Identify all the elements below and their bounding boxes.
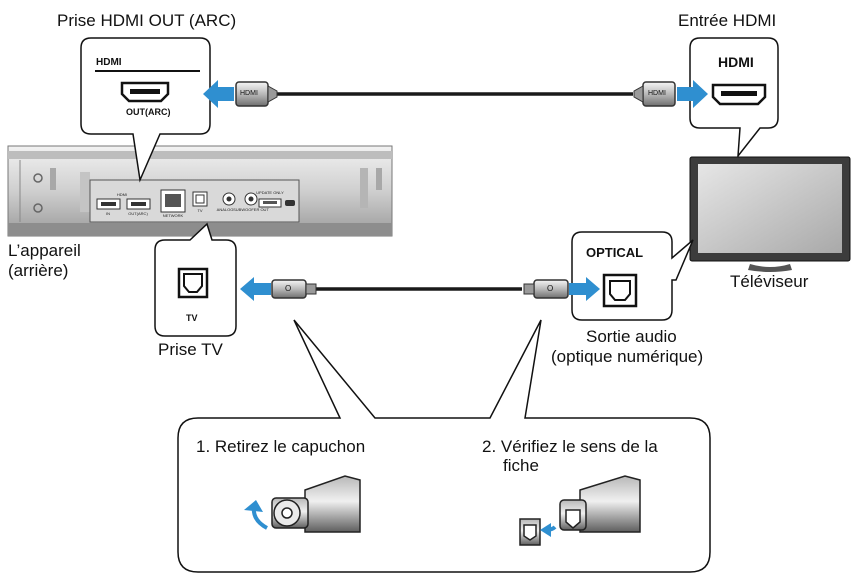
optical-cable [240,277,600,301]
optical-callout-title: OPTICAL [586,245,644,260]
hdmi-cable [203,80,708,108]
label-tv-jack: Prise TV [158,340,223,359]
curved-arrow-icon [540,523,551,537]
curved-arrow-icon [244,500,263,512]
step1-illustration [244,475,361,533]
hdmi-in-callout-title: HDMI [718,54,754,70]
hdmi-out-callout-port: OUT(ARC) [126,107,171,117]
arrow-right-icon [569,277,600,301]
arrow-left-icon [203,80,234,108]
label-unit-rear-sub: (arrière) [8,261,69,280]
label-tv: Téléviseur [730,272,809,291]
label-unit-rear: L’appareil [8,241,81,260]
panel-label-out: OUT(ARC) [128,211,148,216]
label-audio-out-sub: (optique numérique) [551,347,704,366]
hdmi-out-callout [80,37,211,183]
panel-label-in: IN [106,211,110,216]
label-hdmi-out-jack: Prise HDMI OUT (ARC) [57,11,237,30]
hdmi-plug-label-left: HDMI [240,90,258,97]
panel-label-update: UPDATE ONLY [256,190,284,195]
panel-label-analog: ANALOG [217,207,234,212]
tv-illustration [689,156,851,272]
hdmi-in-callout [689,37,779,159]
tv-port-callout [154,222,237,337]
panel-port-labels: HDMI IN OUT(ARC) NETWORK TV ANALOG SUBWO… [106,190,284,218]
hdmi-plug-label-right: HDMI [648,90,666,97]
panel-label-network: NETWORK [163,213,184,218]
optical-plug-label-left: O [285,284,292,293]
step2-illustration [519,475,641,546]
optical-plug-label-right: O [547,284,554,293]
step1-text: 1. Retirez le capuchon [196,437,366,456]
optical-callout [571,231,694,321]
arrow-right-icon [677,80,708,108]
panel-label-subwoofer: SUBWOOFER OUT [233,207,269,212]
tv-port-callout-label: TV [186,313,198,323]
label-audio-out: Sortie audio [586,327,677,346]
label-hdmi-input: Entrée HDMI [678,11,777,30]
step2-text-cont: fiche [503,456,539,475]
panel-label-hdmi: HDMI [117,192,127,197]
step2-text: 2. Vérifiez le sens de la [482,437,658,456]
hdmi-out-callout-title: HDMI [96,57,122,68]
soundbar-rear-panel [7,145,393,237]
panel-label-tv: TV [197,208,202,213]
arrow-left-icon [240,277,271,301]
